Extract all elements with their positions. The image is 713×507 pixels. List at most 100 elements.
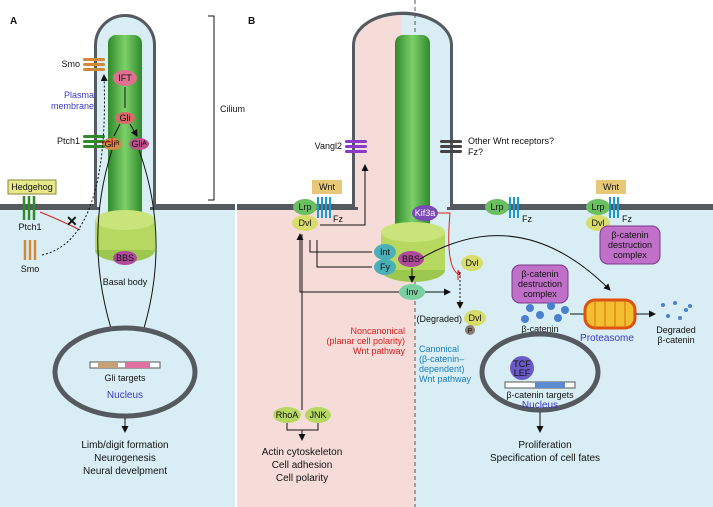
gli-target-gene	[89, 361, 161, 369]
other-wnt-receptor	[440, 140, 462, 153]
destruction-complex-sequestered	[599, 225, 661, 265]
kif3a-label: Kif3a	[415, 208, 436, 218]
smo-receptor-membrane	[23, 240, 37, 260]
destruction-complex	[511, 264, 569, 304]
panel-b-label: B	[248, 16, 255, 27]
block-x-icon: ✕	[66, 213, 78, 229]
fz-receptor-bound	[609, 197, 619, 218]
panel-a-label: A	[10, 16, 17, 27]
ptch1-receptor-membrane	[22, 196, 36, 220]
noncanonical-outcome-arrow	[286, 423, 319, 440]
nucleus-a-label: Nucleus	[107, 390, 143, 401]
blocked-inhibition-line	[39, 211, 81, 231]
bbs-proteasome-arrow	[419, 235, 611, 291]
basal-body-label: Basal body	[103, 277, 148, 287]
axoneme-a	[108, 35, 142, 235]
plasma-membrane-b	[237, 11, 713, 210]
dc1-line3: complex	[613, 250, 647, 260]
ptch1-label: Ptch1	[18, 222, 41, 232]
fy-label: Fy	[380, 262, 390, 272]
hedgehog-ligand	[7, 179, 57, 195]
wnt-ligand-canonical	[596, 180, 626, 194]
tcf-label: TCF	[513, 359, 531, 369]
nucleus-b	[479, 331, 601, 413]
plasma-membrane-label-2: membrane	[51, 101, 94, 111]
plasma-membrane-label-1: Plasma	[64, 90, 94, 100]
degraded-fragments	[661, 301, 692, 320]
proteasome	[583, 298, 637, 330]
canonical-3: dependent)	[419, 364, 465, 374]
lrp-bound-label: Lrp	[591, 202, 604, 212]
smo-translocation-arrow	[41, 74, 108, 256]
degraded-beta-1: Degraded	[656, 325, 696, 335]
gli-targets-label: Gli targets	[104, 373, 146, 383]
noncanonical-3: Wnt pathway	[353, 346, 406, 356]
wnt-ligand-noncanonical	[312, 180, 342, 194]
dvl-free	[461, 255, 483, 271]
bbs-a-label: BBS	[116, 253, 134, 263]
dvl-noncanonical	[292, 215, 318, 231]
fz-receptor-unbound	[509, 197, 519, 218]
dc2-line3: complex	[523, 289, 557, 299]
inv-label: Inv	[406, 287, 419, 297]
proteasome-label: Proteasome	[580, 333, 634, 344]
noncanonical-outcome-3: Cell polarity	[276, 473, 328, 484]
int	[374, 244, 396, 260]
beta-catenin-molecules	[521, 302, 569, 323]
noncanonical-2: (planar cell polarity)	[326, 336, 405, 346]
vangl2-receptor	[345, 140, 367, 153]
lrp-noncanonical	[293, 199, 317, 215]
canonical-outcome-1: Proliferation	[518, 440, 571, 451]
bbs-a	[113, 251, 137, 265]
smo-bottom-label: Smo	[21, 264, 40, 274]
dvl-bound-label: Dvl	[592, 218, 605, 228]
basal-body-a	[95, 210, 155, 230]
int-label: Int	[380, 247, 391, 257]
dvl-label: Dvl	[299, 218, 312, 228]
nucleus-a	[52, 325, 198, 419]
degraded-label: (Degraded)	[416, 314, 462, 324]
canonical-4: Wnt pathway	[419, 374, 472, 384]
axoneme-b	[395, 35, 430, 235]
noncanonical-outcome-1: Actin cytoskeleton	[262, 447, 343, 458]
gli	[115, 112, 135, 124]
gli-label: Gli	[120, 113, 131, 123]
smo-label: Smo	[61, 59, 80, 69]
phospho-group	[465, 325, 475, 335]
other-receptors-label: Other Wnt receptors?	[468, 136, 554, 146]
fz-label: Fz	[333, 214, 343, 224]
bbs-b-label: BBS	[402, 254, 420, 264]
vangl2-label: Vangl2	[315, 141, 342, 151]
nucleus-b-label: Nucleus	[522, 400, 558, 411]
cilium-label: Cilium	[220, 104, 245, 114]
panel-gap	[235, 0, 237, 507]
beta-catenin-target-gene	[504, 381, 576, 389]
outcome-a-3: Neural develpment	[83, 466, 167, 477]
ptch1-cilium-label: Ptch1	[57, 136, 80, 146]
dc1-line1: β-catenin	[611, 230, 648, 240]
gli-processing-arrows	[113, 87, 137, 136]
dc1-line2: destruction	[608, 240, 652, 250]
jnk	[305, 407, 331, 423]
noncanonical-outcome-2: Cell adhesion	[272, 460, 333, 471]
canonical-outcome-2: Specification of cell fates	[490, 453, 600, 464]
vangl2-arrow	[320, 164, 369, 226]
phospho-label: P	[468, 328, 473, 335]
jnk-label: JNK	[309, 410, 326, 420]
smo-receptor-cilium	[83, 58, 105, 71]
dvl-degraded	[464, 310, 486, 326]
wnt-canonical-label: Wnt	[603, 182, 620, 192]
ift-particle	[113, 70, 137, 86]
inhibition-icon	[99, 137, 113, 147]
rhoa	[273, 407, 301, 423]
dvl-degraded-label: Dvl	[469, 313, 482, 323]
cilium-b-interior-left	[355, 15, 402, 207]
fy	[374, 259, 396, 275]
outcome-a-1: Limb/digit formation	[81, 440, 168, 451]
gli-a-label: Gliᴬ	[131, 139, 147, 149]
wnt-label: Wnt	[319, 182, 336, 192]
lrp-label: Lrp	[298, 202, 311, 212]
inv	[399, 284, 425, 300]
fz-receptor-noncanonical	[317, 197, 331, 218]
kif3a-inhibition-line	[438, 212, 461, 280]
